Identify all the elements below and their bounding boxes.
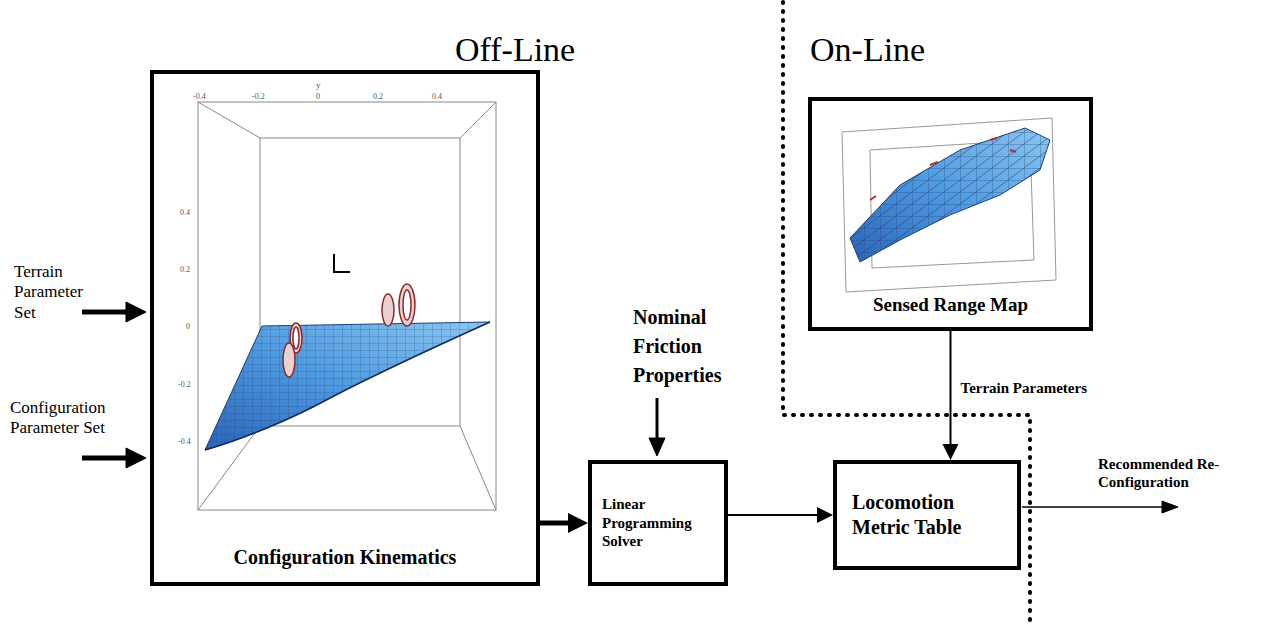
annotation-label: Recommended Re-Configuration xyxy=(1098,455,1268,491)
range-map-surface xyxy=(850,128,1050,262)
annotation-label: On-Line xyxy=(810,30,925,71)
wheel-rings xyxy=(283,284,415,377)
connector-line xyxy=(950,331,952,446)
axis-tick: -0.2 xyxy=(252,92,265,102)
axis-tick: y xyxy=(316,80,321,91)
axis-icon xyxy=(334,254,350,272)
connector-line xyxy=(728,514,819,516)
flow-arrow xyxy=(728,507,833,523)
plot-frame xyxy=(198,102,496,510)
arrow-head xyxy=(568,513,588,533)
annotation-label: Configuration Parameter Set xyxy=(10,398,140,439)
leader-arrows xyxy=(82,302,1178,513)
axis-tick: -0.2 xyxy=(178,380,191,390)
annotation-label: Terrain Parameter Set xyxy=(14,262,98,323)
flow-arrow xyxy=(943,331,959,460)
range-map-frame xyxy=(842,118,1056,292)
process-box: Locomotion Metric Table xyxy=(833,460,1021,570)
process-box: Sensed Range Map xyxy=(808,97,1093,331)
axis-tick: 0 xyxy=(186,322,190,332)
flow-arrow xyxy=(540,513,588,533)
edge-label: Terrain Parameters xyxy=(959,379,1089,397)
axis-tick: 0.2 xyxy=(373,92,383,102)
axis-tick: -0.4 xyxy=(178,437,191,447)
axis-tick: 0 xyxy=(316,92,320,102)
annotation-label: Off-Line xyxy=(455,30,575,71)
surface-plot xyxy=(205,322,490,450)
connector-line xyxy=(540,521,570,526)
box-label: Sensed Range Map xyxy=(812,293,1089,317)
process-box: Linear Programming Solver xyxy=(588,460,728,586)
arrow-head xyxy=(817,507,833,523)
box-label: Configuration Kinematics xyxy=(154,545,536,570)
axis-tick: 0.4 xyxy=(180,208,190,218)
annotation-label: Nominal Friction Properties xyxy=(633,303,763,390)
process-box: Configuration Kinematics xyxy=(150,70,540,586)
box-label: Linear Programming Solver xyxy=(602,495,714,551)
arrow-head xyxy=(943,444,959,460)
box-label: Locomotion Metric Table xyxy=(852,490,1002,540)
axis-tick: -0.4 xyxy=(193,92,206,102)
axis-tick: 0.2 xyxy=(180,265,190,275)
axis-tick: 0.4 xyxy=(432,92,442,102)
